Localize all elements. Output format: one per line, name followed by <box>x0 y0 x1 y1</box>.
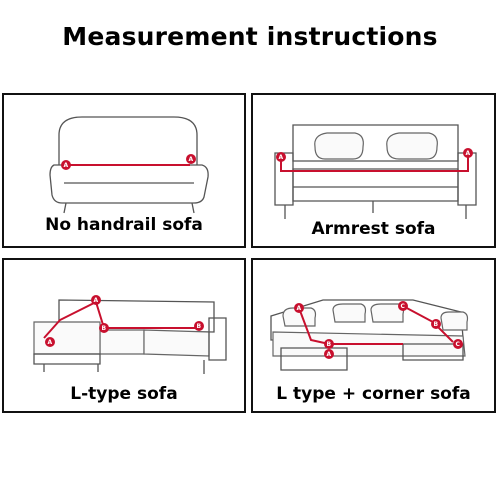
svg-text:A: A <box>94 297 99 304</box>
svg-text:A: A <box>48 339 53 346</box>
svg-text:A: A <box>279 154 284 161</box>
marker-a-top: A <box>91 295 101 305</box>
marker-a-right: A <box>186 154 196 164</box>
marker-a-left: A <box>276 152 286 162</box>
panel-armrest-sofa: A A Armrest sofa <box>251 93 496 248</box>
marker-b-right: B <box>431 319 441 329</box>
panel-l-type-sofa: A A B B L-type sofa <box>2 258 246 413</box>
marker-c-right: C <box>453 339 463 349</box>
marker-b-mid: B <box>99 323 109 333</box>
marker-a-top: A <box>294 303 304 313</box>
armrest-sofa-illustration: A A <box>274 124 477 219</box>
caption-no-handrail-sofa: No handrail sofa <box>45 215 203 235</box>
svg-text:A: A <box>297 305 302 312</box>
marker-a-left: A <box>45 337 55 347</box>
marker-c-top: C <box>398 301 408 311</box>
caption-l-type-sofa: L-type sofa <box>70 384 178 404</box>
l-type-sofa-illustration: A A B B <box>33 295 227 374</box>
l-type-corner-sofa-illustration: A A B B C C <box>270 299 469 371</box>
caption-l-type-corner-sofa: L type + corner sofa <box>276 384 471 404</box>
svg-text:B: B <box>327 341 332 348</box>
panel-l-type-corner-sofa: A A B B C C L type + corner sofa <box>251 258 496 413</box>
no-handrail-sofa-illustration: A A <box>49 116 209 214</box>
svg-text:A: A <box>189 156 194 163</box>
svg-text:A: A <box>466 150 471 157</box>
marker-a-left: A <box>61 160 71 170</box>
page-title: Measurement instructions <box>62 22 438 51</box>
svg-text:B: B <box>102 325 107 332</box>
svg-text:C: C <box>401 303 406 310</box>
svg-text:C: C <box>456 341 461 348</box>
panel-no-handrail-sofa: A A No handrail sofa <box>2 93 246 248</box>
svg-text:A: A <box>327 351 332 358</box>
marker-a-right: A <box>463 148 473 158</box>
caption-armrest-sofa: Armrest sofa <box>311 219 436 239</box>
marker-a-bottom: A <box>324 349 334 359</box>
marker-b-left: B <box>324 339 334 349</box>
svg-text:A: A <box>64 162 69 169</box>
svg-text:B: B <box>197 323 202 330</box>
marker-b-right: B <box>194 321 204 331</box>
svg-text:B: B <box>434 321 439 328</box>
